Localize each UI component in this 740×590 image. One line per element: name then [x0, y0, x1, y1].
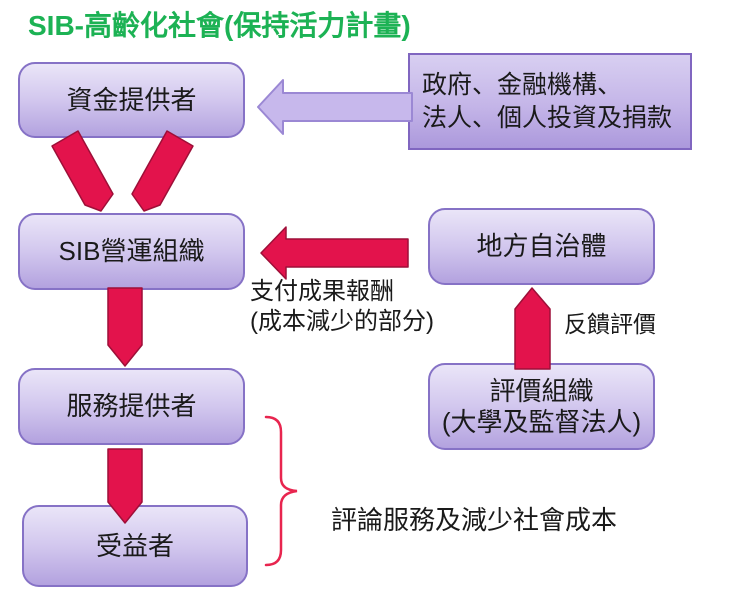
arrow-funder-to-sib-right — [131, 130, 194, 212]
node-funder-label: 資金提供者 — [66, 84, 197, 115]
node-investors-line2: 法人、個人投資及捐款 — [422, 103, 673, 132]
arrow-evaluator-to-municipality — [514, 287, 551, 370]
node-investors-line1: 政府、金融機構、 — [422, 70, 623, 99]
node-evaluator: 評價組織 (大學及監督法人) — [428, 363, 655, 450]
node-investors: 政府、金融機構、 法人、個人投資及捐款 — [408, 53, 692, 150]
arrow-sib-to-provider — [107, 287, 143, 367]
brace-evaluation-scope — [264, 415, 298, 567]
node-service-provider-label: 服務提供者 — [66, 391, 197, 422]
node-service-provider: 服務提供者 — [18, 368, 245, 445]
node-municipality-label: 地方自治體 — [476, 231, 607, 262]
payment-annotation-line2: (成本減少的部分) — [250, 308, 434, 335]
diagram-title: SIB-高齡化社會(保持活力計畫) — [28, 10, 411, 41]
arrow-investors-to-funder — [257, 79, 413, 135]
node-beneficiary-label: 受益者 — [95, 530, 174, 561]
arrow-municipality-to-sib — [260, 226, 409, 280]
review-annotation: 評論服務及減少社會成本 — [331, 505, 618, 535]
arrow-funder-to-sib-left — [51, 130, 114, 212]
feedback-annotation: 反饋評價 — [564, 311, 656, 337]
node-funder: 資金提供者 — [18, 62, 245, 138]
node-beneficiary: 受益者 — [22, 505, 248, 587]
payment-annotation-line1: 支付成果報酬 — [250, 278, 394, 305]
payment-annotation: 支付成果報酬 (成本減少的部分) — [250, 277, 434, 337]
node-municipality: 地方自治體 — [428, 208, 655, 285]
node-sib-operator: SIB營運組織 — [18, 213, 245, 290]
node-sib-operator-label: SIB營運組織 — [58, 236, 205, 267]
node-evaluator-line2: (大學及監督法人) — [441, 406, 642, 437]
node-evaluator-line1: 評價組織 — [489, 375, 594, 406]
